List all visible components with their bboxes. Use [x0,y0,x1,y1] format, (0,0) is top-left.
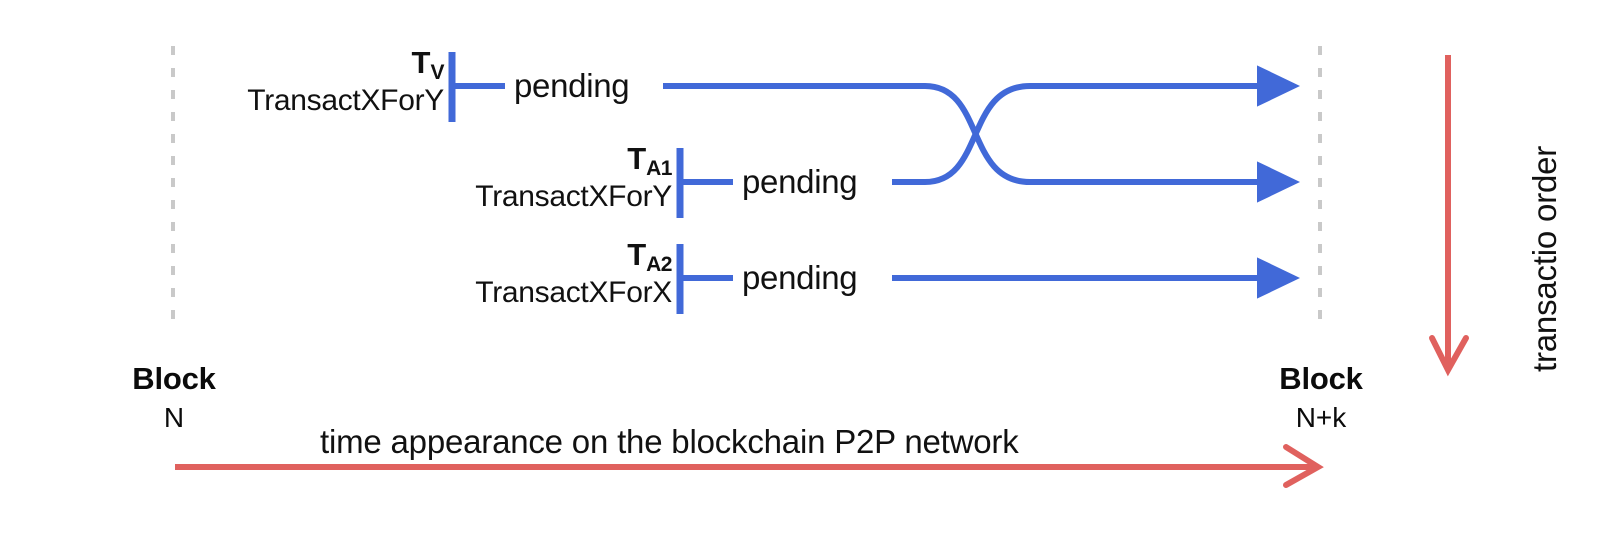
block-label-right: Block N+k [1262,361,1380,433]
order-axis-arrowhead [1429,335,1469,377]
status-label-pending-row-3: pending [733,259,867,297]
status-label-pending-row-1: pending [505,67,639,105]
transaction-subscript-ta2: A2 [646,252,672,276]
transaction-symbol-ta2: TA2 [627,237,672,276]
time-axis-arrowhead [1283,444,1324,488]
transaction-symbol-ta1: TA1 [627,141,672,180]
time-axis-label: time appearance on the blockchain P2P ne… [314,423,1025,461]
transaction-name-ta2: TransactXForX [475,275,672,309]
block-label-left-number: N [163,401,185,433]
transaction-label-ta2: TA2 TransactXForX [475,239,672,308]
transaction-label-tv: TV TransactXForY [247,47,444,116]
block-label-right-word: Block [1279,361,1363,396]
transaction-subscript-ta1: A1 [646,156,672,180]
status-label-pending-row-2: pending [733,163,867,201]
transaction-symbol-tv: TV [411,45,445,84]
order-axis-label: transactio order [1526,145,1563,372]
block-label-left: Block N [118,361,230,433]
transaction-name-tv: TransactXForY [247,83,444,117]
tx-rail-row-1-crossing [663,83,1301,203]
block-label-right-number: N+k [1295,401,1347,433]
transaction-subscript-tv: V [430,60,444,84]
transaction-name-ta1: TransactXForY [475,179,672,213]
transaction-label-ta1: TA1 TransactXForY [475,143,672,212]
block-label-left-word: Block [132,361,216,396]
tx-rail-row-2-crossing [892,65,1301,185]
